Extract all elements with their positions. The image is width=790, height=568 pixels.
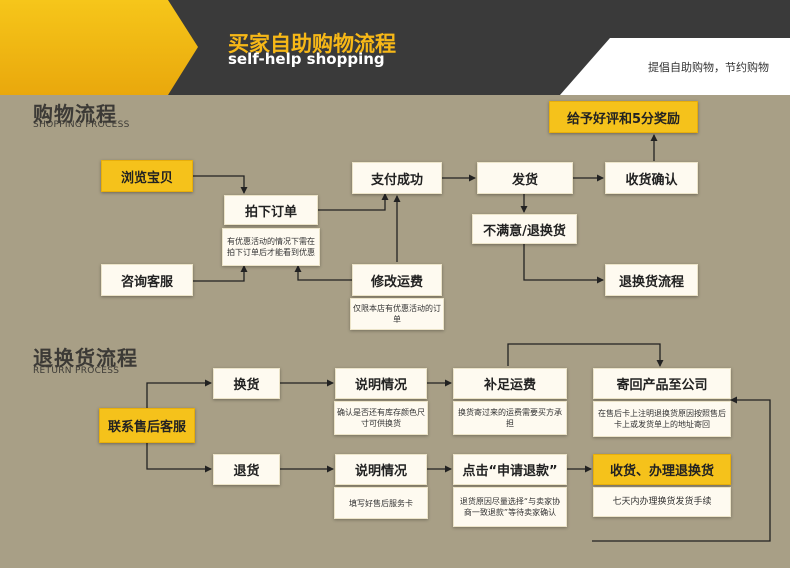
header-accent-arrow (0, 0, 198, 95)
arrow-order-to-payment (298, 193, 389, 211)
arrow-browse-to-order (193, 175, 248, 194)
node-place-order: 拍下订单 (224, 195, 318, 225)
arrow-modify-to-order (294, 265, 352, 281)
shopping-section-title: 购物流程 (33, 102, 117, 126)
node-refund: 退货 (213, 454, 280, 485)
note-explain-exchange: 确认是否还有库存颜色尺寸可供换货 (334, 401, 428, 435)
note-receive-process: 七天内办理换货发货手续 (593, 487, 731, 517)
return-section-subtitle: RETURN PROCESS (33, 366, 120, 376)
node-return-flow: 退换货流程 (605, 264, 698, 296)
node-send-back: 寄回产品至公司 (593, 368, 731, 399)
arrow-sendback-loop (592, 396, 771, 542)
arrow-unsatisfied-to-returnflow (523, 244, 604, 284)
node-consult-service: 咨询客服 (101, 264, 193, 296)
node-exchange: 换货 (213, 368, 280, 399)
header-title: 买家自助购物流程 (228, 32, 396, 56)
note-apply-refund: 退货原因尽量选择“与卖家协商一致退款”等待卖家确认 (453, 487, 567, 527)
node-contact-after-sales: 联系售后客服 (99, 408, 195, 443)
node-browse-items: 浏览宝贝 (101, 160, 193, 192)
node-payment-success: 支付成功 (352, 162, 442, 194)
note-place-order: 有优惠活动的情况下需在拍下订单后才能看到优惠 (222, 228, 320, 266)
header-subtitle: self-help shopping (228, 50, 385, 68)
node-confirm-receipt: 收货确认 (605, 162, 698, 194)
node-modify-shipping: 修改运费 (352, 264, 442, 296)
shopping-section-subtitle: SHOPPING PROCESS (33, 120, 130, 130)
note-modify-shipping: 仅限本店有优惠活动的订单 (350, 298, 444, 330)
arrow-contact-to-refund (146, 443, 212, 473)
node-explain-refund: 说明情况 (335, 454, 427, 485)
node-unsatisfied: 不满意/退换货 (472, 214, 577, 244)
return-section-title: 退换货流程 (33, 346, 138, 370)
note-send-back: 在售后卡上注明退换货原因按照售后卡上或发货单上的地址寄回 (593, 401, 731, 437)
header-slogan: 提倡自助购物，节约购物 (648, 61, 769, 74)
arrow-payshipping-to-sendback (507, 343, 664, 367)
arrow-contact-to-exchange (146, 379, 212, 408)
node-review-reward: 给予好评和5分奖励 (549, 101, 698, 133)
node-apply-refund: 点击“申请退款” (453, 454, 567, 485)
note-pay-shipping: 换货寄过来的运费需要买方承担 (453, 401, 567, 435)
node-pay-shipping: 补足运费 (453, 368, 567, 399)
note-explain-refund: 填写好售后服务卡 (334, 487, 428, 519)
node-receive-process: 收货、办理退换货 (593, 454, 731, 485)
node-ship: 发货 (477, 162, 573, 194)
node-explain-exchange: 说明情况 (335, 368, 427, 399)
arrow-consult-to-order (193, 265, 248, 282)
